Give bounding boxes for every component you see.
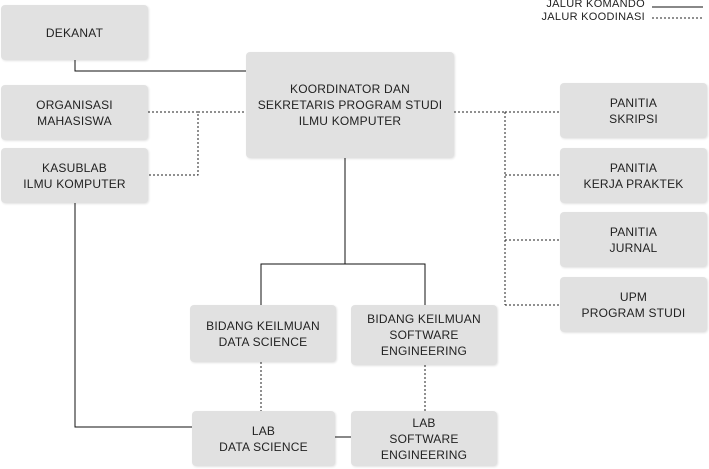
- node-koordinator: KOORDINATOR DAN SEKRETARIS PROGRAM STUDI…: [246, 52, 454, 158]
- node-dekanat: DEKANAT: [1, 5, 148, 60]
- legend-coordination-label: JALUR KOODINASI: [541, 11, 645, 23]
- line-dekanat-koordinator: [74, 60, 246, 72]
- line-bidang-branch: [260, 263, 426, 305]
- node-panitia-jurnal: PANITIA JURNAL: [560, 212, 707, 267]
- node-bidang-data-science: BIDANG KEILMUAN DATA SCIENCE: [190, 305, 336, 362]
- node-upm-program-studi: UPM PROGRAM STUDI: [560, 277, 707, 332]
- node-organisasi-mahasiswa: ORGANISASI MAHASISWA: [1, 85, 148, 140]
- node-panitia-skripsi: PANITIA SKRIPSI: [560, 83, 707, 138]
- node-kasublab: KASUBLAB ILMU KOMPUTER: [1, 148, 148, 203]
- legend-command-label: JALUR KOMANDO: [546, 0, 645, 10]
- node-lab-software-engineering: LAB SOFTWARE ENGINEERING: [351, 411, 497, 466]
- line-kasublab-lab-ds: [74, 203, 192, 428]
- line-org-kasublab-coord: [148, 111, 199, 176]
- node-panitia-kerja-praktek: PANITIA KERJA PRAKTEK: [560, 148, 707, 203]
- node-lab-data-science: LAB DATA SCIENCE: [192, 411, 335, 466]
- node-bidang-software-engineering: BIDANG KEILMUAN SOFTWARE ENGINEERING: [351, 305, 497, 365]
